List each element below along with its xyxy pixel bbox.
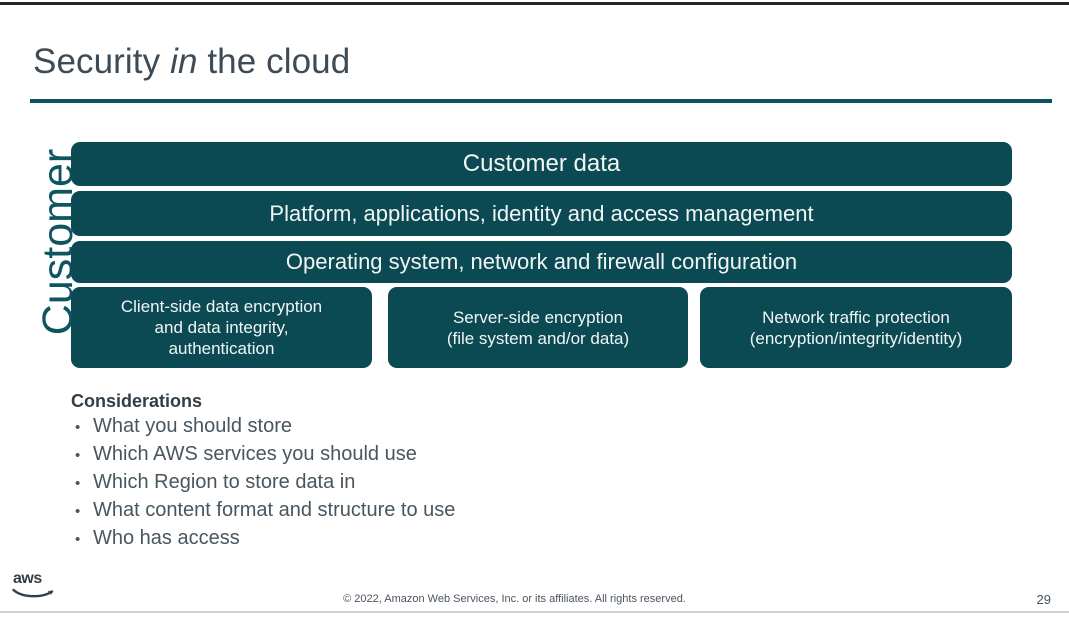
list-item: • What content format and structure to u… <box>71 497 771 525</box>
responsibility-bar-label: Operating system, network and firewall c… <box>285 249 798 274</box>
considerations-section: Considerations • What you should store •… <box>71 390 771 553</box>
copyright-text: © 2022, Amazon Web Services, Inc. or its… <box>343 593 686 605</box>
responsibility-bar-platform-applications: Platform, applications, identity and acc… <box>71 191 1012 236</box>
list-item: • Who has access <box>71 525 771 553</box>
bullet-icon: • <box>75 475 81 492</box>
responsibility-bar-label: Platform, applications, identity and acc… <box>269 200 814 226</box>
responsibility-cell-network-traffic-protection: Network traffic protection (encryption/i… <box>700 287 1012 368</box>
responsibility-cell-client-side-encryption: Client-side data encryption and data int… <box>71 287 372 368</box>
title-underline-rule <box>30 99 1052 103</box>
slide-bottom-border <box>0 611 1069 613</box>
page-number: 29 <box>1036 592 1051 607</box>
considerations-heading: Considerations <box>71 391 203 411</box>
page-title-emphasis: in <box>170 42 198 81</box>
responsibility-cell-server-side-encryption: Server-side encryption (file system and/… <box>388 287 688 368</box>
aws-logo-icon: aws <box>12 568 62 602</box>
bullet-icon: • <box>75 503 81 520</box>
page-title-prefix: Security <box>33 42 171 81</box>
list-item: • Which Region to store data in <box>71 469 771 497</box>
list-item-label: Which AWS services you should use <box>93 443 417 465</box>
page-title-suffix: the cloud <box>197 42 351 81</box>
bullet-icon: • <box>75 531 81 548</box>
bullet-icon: • <box>75 419 81 436</box>
responsibility-bar-customer-data: Customer data <box>71 142 1012 186</box>
responsibility-cell-label: Server-side encryption (file system and/… <box>446 307 630 348</box>
list-item: • What you should store <box>71 413 771 441</box>
bullet-icon: • <box>75 447 81 464</box>
responsibility-bar-operating-system: Operating system, network and firewall c… <box>71 241 1012 283</box>
list-item-label: What content format and structure to use <box>93 499 456 521</box>
list-item-label: What you should store <box>93 415 292 437</box>
slide-top-border <box>0 2 1069 5</box>
list-item-label: Which Region to store data in <box>93 471 356 493</box>
page-title: Security in the cloud <box>33 40 350 84</box>
list-item-label: Who has access <box>93 527 240 549</box>
svg-text:aws: aws <box>13 570 42 587</box>
responsibility-cell-label: Network traffic protection (encryption/i… <box>749 307 963 348</box>
responsibility-bar-label: Customer data <box>462 150 621 177</box>
responsibility-cell-label: Client-side data encryption and data int… <box>120 297 323 358</box>
list-item: • Which AWS services you should use <box>71 441 771 469</box>
